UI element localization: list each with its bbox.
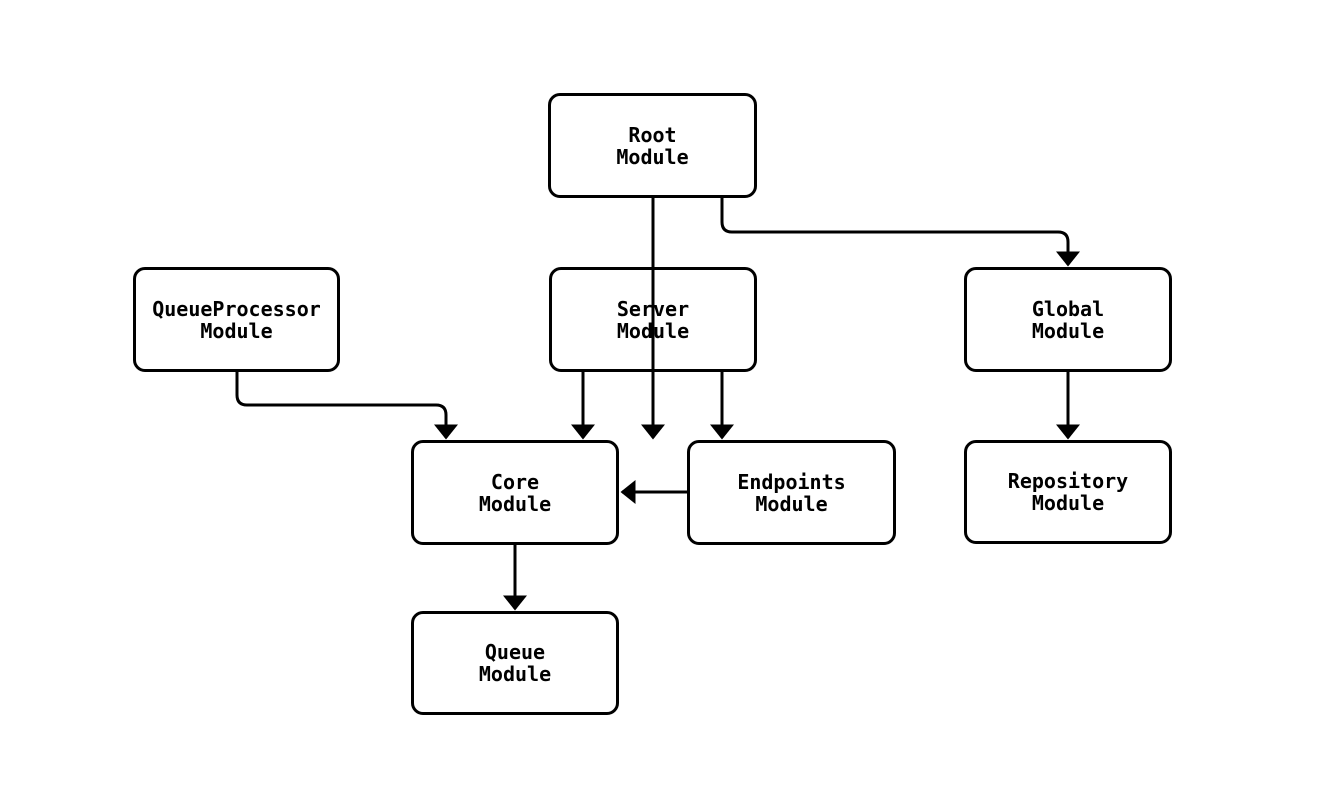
node-label-endpoints: Endpoints Module: [737, 469, 846, 516]
node-label-root: Root Module: [616, 122, 689, 169]
node-server: Server Module: [549, 267, 757, 372]
node-label-queue: Queue Module: [478, 640, 552, 686]
node-endpoints: Endpoints Module: [687, 440, 896, 545]
node-repository: Repository Module: [964, 440, 1172, 544]
node-label-global: Global Module: [1031, 296, 1105, 343]
node-root: Root Module: [548, 93, 757, 198]
node-label-queueprocessor: QueueProcessor Module: [152, 296, 321, 343]
node-global: Global Module: [964, 267, 1172, 372]
node-label-repository: Repository Module: [1007, 469, 1129, 515]
node-label-core: Core Module: [478, 469, 552, 516]
node-label-server: Server Module: [616, 296, 690, 343]
node-queue: Queue Module: [411, 611, 619, 715]
node-core: Core Module: [411, 440, 619, 545]
node-queueprocessor: QueueProcessor Module: [133, 267, 340, 372]
